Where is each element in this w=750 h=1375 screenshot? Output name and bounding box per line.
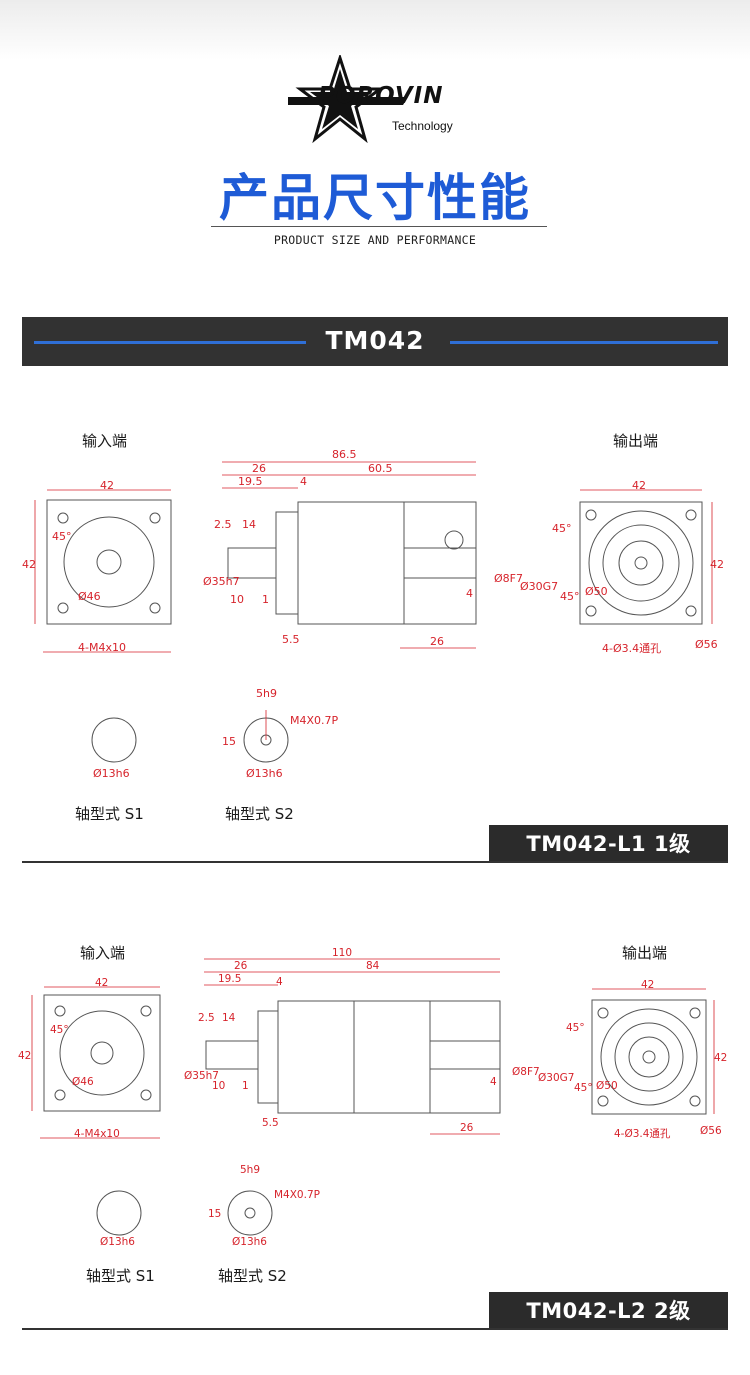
- dim-input-height: 42: [22, 558, 36, 571]
- banner-line-left: [34, 341, 306, 344]
- brand-tagline: Technology: [392, 119, 453, 133]
- dim-input-bolt-circle: Ø46: [72, 1076, 94, 1088]
- dim-s1-shaft-dia: Ø13h6: [93, 767, 130, 780]
- dim-len-k: 4: [490, 1076, 497, 1088]
- dim-len-b: 84: [366, 960, 380, 972]
- shaft-s1-label: 轴型式 S1: [86, 1267, 155, 1285]
- level-tag-l1: TM042-L1 1级: [489, 825, 728, 863]
- dim-s2-shaft-dia: Ø13h6: [246, 767, 283, 780]
- dim-output-width: 42: [641, 979, 654, 991]
- brand-name: POROVIN: [318, 83, 444, 109]
- page-title: 产品尺寸性能: [219, 169, 531, 227]
- dim-output-bolt-circle: Ø50: [596, 1080, 618, 1092]
- dim-input-width: 42: [95, 977, 108, 989]
- model-name: TM042: [325, 326, 425, 355]
- dim-total-length: 110: [332, 947, 352, 959]
- dim-input-angle: 45°: [50, 1024, 69, 1036]
- dim-output-outer: Ø56: [700, 1125, 722, 1137]
- dim-output-holes: 4-Ø3.4通孔: [614, 1127, 671, 1140]
- dim-output-angle-a: 45°: [552, 522, 572, 535]
- title-rule: [211, 226, 547, 227]
- dim-key-height: 15: [222, 735, 236, 748]
- dim-dia-30g7: Ø30G7: [520, 580, 558, 593]
- level-tag-l2: TM042-L2 2级: [489, 1292, 728, 1330]
- dim-output-angle-b: 45°: [574, 1082, 593, 1094]
- dim-len-j: 26: [430, 635, 444, 648]
- dim-output-holes: 4-Ø3.4通孔: [602, 642, 661, 655]
- dim-output-outer: Ø56: [695, 638, 718, 651]
- dim-len-k: 4: [466, 587, 473, 600]
- dim-output-angle-a: 45°: [566, 1022, 585, 1034]
- section-rule-l1: [22, 861, 728, 863]
- dim-dia-8f7: Ø8F7: [494, 572, 523, 585]
- input-shaft-hole: [96, 549, 122, 575]
- dim-input-angle: 45°: [52, 530, 72, 543]
- dim-dia-8f7: Ø8F7: [512, 1066, 540, 1078]
- shaft-s2-label: 轴型式 S2: [225, 805, 294, 823]
- output-end-label: 输出端: [622, 944, 668, 962]
- dim-output-width: 42: [632, 479, 646, 492]
- dim-s2-shaft-dia: Ø13h6: [232, 1236, 267, 1248]
- dim-len-a: 26: [252, 462, 266, 475]
- dim-len-h: 1: [242, 1080, 249, 1092]
- gearbox-body-stage1: [277, 1000, 355, 1114]
- dim-len-a: 26: [234, 960, 248, 972]
- top-gradient: [0, 0, 750, 60]
- model-banner: TM042: [22, 317, 728, 366]
- input-flange: [46, 499, 172, 625]
- dim-s1-shaft-dia: Ø13h6: [100, 1236, 135, 1248]
- drawing-l1: 86.5 26 60.5 19.5 4 2.5 14 10 1 5.5 26 4…: [22, 448, 724, 780]
- dim-dia-35h7: Ø35h7: [184, 1070, 219, 1082]
- drawing-l2: 110 26 84 19.5 4 2.5 14 10 1 5.5 26 4 42…: [18, 947, 727, 1248]
- dim-output-height: 42: [714, 1052, 727, 1064]
- input-end-label: 输入端: [82, 432, 128, 450]
- dim-len-i: 5.5: [282, 633, 300, 646]
- gearbox-body: [297, 501, 405, 625]
- dim-len-d: 4: [300, 475, 307, 488]
- shaft-s1-circle: [91, 717, 137, 763]
- dim-thread: M4X0.7P: [290, 714, 339, 727]
- dim-len-i: 5.5: [262, 1117, 279, 1129]
- dim-len-g: 10: [212, 1080, 225, 1092]
- dim-len-c: 19.5: [218, 973, 241, 985]
- dim-len-e: 2.5: [198, 1012, 215, 1024]
- dim-input-width: 42: [100, 479, 114, 492]
- input-shaft-side: [227, 547, 277, 579]
- dim-input-holes: 4-M4x10: [74, 1128, 120, 1140]
- page-subtitle: PRODUCT SIZE AND PERFORMANCE: [273, 233, 477, 247]
- dim-dia-30g7: Ø30G7: [538, 1072, 574, 1084]
- dim-total-length: 86.5: [332, 448, 357, 461]
- dim-key-height: 15: [208, 1208, 221, 1220]
- dim-len-h: 1: [262, 593, 269, 606]
- dim-thread: M4X0.7P: [274, 1189, 320, 1201]
- dim-output-angle-b: 45°: [560, 590, 580, 603]
- dim-len-b: 60.5: [368, 462, 393, 475]
- dim-len-f: 14: [222, 1012, 236, 1024]
- dim-len-d: 4: [276, 976, 283, 988]
- dim-key-width: 5h9: [240, 1164, 260, 1176]
- dim-len-f: 14: [242, 518, 256, 531]
- dim-dia-35h7: Ø35h7: [203, 575, 240, 588]
- gearbox-body-stage2: [353, 1000, 431, 1114]
- section-rule-l2: [22, 1328, 728, 1330]
- input-bore-circle: [63, 516, 155, 608]
- dim-len-g: 10: [230, 593, 244, 606]
- dim-input-holes: 4-M4x10: [78, 641, 126, 654]
- output-flange: [579, 501, 703, 625]
- shaft-s2-label: 轴型式 S2: [218, 1267, 287, 1285]
- dim-len-e: 2.5: [214, 518, 232, 531]
- dim-input-height: 42: [18, 1050, 31, 1062]
- dim-len-c: 19.5: [238, 475, 263, 488]
- dim-output-height: 42: [710, 558, 724, 571]
- dim-key-width: 5h9: [256, 687, 277, 700]
- dim-input-bolt-circle: Ø46: [78, 590, 101, 603]
- shaft-s1-label: 轴型式 S1: [75, 805, 144, 823]
- dim-len-j: 26: [460, 1122, 474, 1134]
- dim-output-bolt-circle: Ø50: [585, 585, 608, 598]
- output-end-label: 输出端: [613, 432, 659, 450]
- input-end-label: 输入端: [80, 944, 126, 962]
- banner-line-right: [450, 341, 718, 344]
- brand-star-logo: [288, 55, 408, 144]
